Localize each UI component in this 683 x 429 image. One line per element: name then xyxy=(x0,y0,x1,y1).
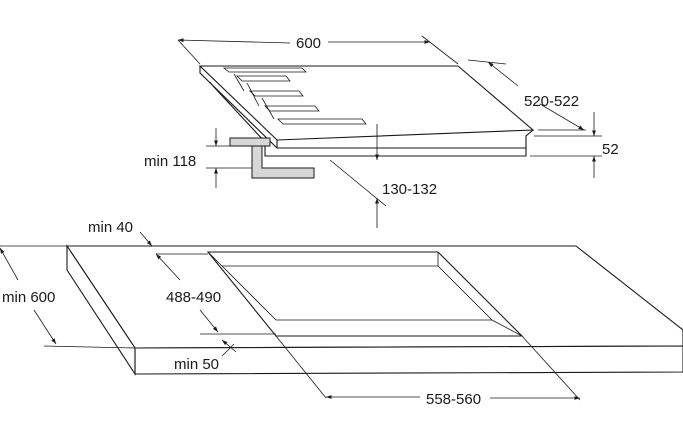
clearance-label: min 118 xyxy=(144,153,196,170)
dim-hob-height: 52 xyxy=(530,112,619,178)
control-slot xyxy=(277,118,367,125)
hob-width-label: 600 xyxy=(296,35,321,52)
dim-clearance: min 118 xyxy=(144,128,252,188)
hob-controls xyxy=(222,67,367,125)
dim-cutout-depth: 488-490 xyxy=(155,253,276,335)
hob-body xyxy=(212,85,527,157)
control-slot xyxy=(236,75,291,82)
edge-front-label: min 50 xyxy=(174,356,219,373)
hob-body-side xyxy=(209,81,214,87)
dim-hob-width: 600 xyxy=(177,35,459,65)
worktop-left-face xyxy=(66,244,136,376)
hob-depth-label: 520-522 xyxy=(524,93,579,110)
dim-worktop-depth: min 600 xyxy=(0,245,136,349)
dim-cutout-width: 558-560 xyxy=(275,335,581,408)
mounting-bracket xyxy=(229,137,315,179)
bracket-arm xyxy=(251,145,315,179)
worktop-drawing xyxy=(65,244,683,376)
edge-back-label: min 40 xyxy=(88,219,133,236)
hob-height-label: 52 xyxy=(602,141,619,158)
worktop-depth-label: min 600 xyxy=(2,289,55,306)
hob-glass-top xyxy=(198,65,535,141)
cutout-depth-edge xyxy=(207,251,523,337)
dim-edge-front: min 50 xyxy=(174,339,237,373)
hob-drawing xyxy=(198,65,535,179)
cutout-width-label: 558-560 xyxy=(426,391,481,408)
bracket-top xyxy=(229,137,271,147)
control-slot xyxy=(222,67,307,73)
cutout-height-label: 130-132 xyxy=(382,181,437,198)
dim-hob-depth: 520-522 xyxy=(467,59,586,131)
cutout-depth-label: 488-490 xyxy=(166,289,221,306)
hob-left-edge xyxy=(199,66,278,149)
control-frame xyxy=(233,73,275,120)
dim-edge-back: min 40 xyxy=(88,219,153,247)
dim-cutout-height: 130-132 xyxy=(329,124,437,228)
